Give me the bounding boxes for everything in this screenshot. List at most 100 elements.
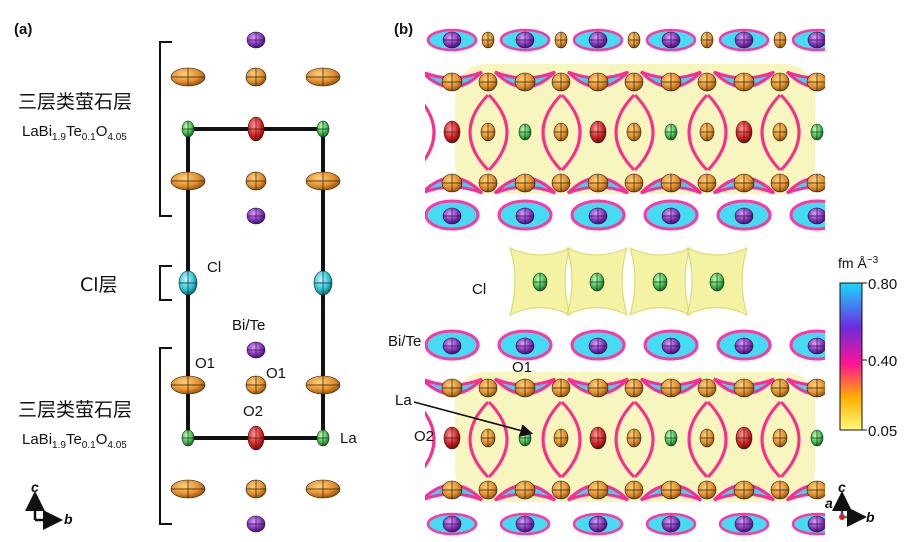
bi-te-atom <box>441 72 463 92</box>
bi-te-atom <box>478 480 498 500</box>
density-bond <box>614 400 636 479</box>
density-map <box>425 28 862 536</box>
la-atom <box>810 429 824 447</box>
colorbar-tick-max: 0.80 <box>868 276 897 293</box>
panel-a: (a) 三层类萤石层 LaBi1.9Te0.1O4.05 Cl层 三层类萤石层 … <box>14 21 357 533</box>
oxygen-atom <box>661 31 681 49</box>
oxygen-o2-atom <box>443 120 461 144</box>
density-bond <box>425 410 436 469</box>
bi-te-atom <box>305 479 341 499</box>
bi-te-atom <box>587 72 609 92</box>
bi-te-atom <box>478 378 498 398</box>
bi-te-atom <box>480 122 496 142</box>
bi-te-atom <box>733 480 755 500</box>
oxygen-o2-atom <box>247 116 265 142</box>
oxygen-atom <box>515 515 535 533</box>
bi-te-atom <box>772 122 788 142</box>
density-bond <box>468 400 490 479</box>
density-bond <box>425 103 436 162</box>
density-bond <box>487 400 509 479</box>
panel-a-label: (a) <box>14 21 32 38</box>
bi-te-atom <box>551 378 571 398</box>
oxygen-atom <box>807 337 825 355</box>
bi-te-atom <box>770 378 790 398</box>
bi-te-atom <box>626 122 642 142</box>
bi-te-atom <box>697 378 717 398</box>
oxygen-atom <box>661 515 681 533</box>
oxygen-o2-atom <box>589 120 607 144</box>
bi-te-atom <box>697 173 717 193</box>
oxygen-o2-atom <box>247 425 265 451</box>
label-b-cl: Cl <box>472 281 486 298</box>
la-atom <box>664 429 678 447</box>
oxygen-atom <box>442 337 462 355</box>
la-atom <box>181 429 195 447</box>
la-atom <box>518 123 532 141</box>
oxygen-atom <box>661 337 681 355</box>
bi-te-atom <box>844 73 862 91</box>
density-bond <box>706 93 728 172</box>
density-bond <box>560 400 582 479</box>
oxygen-atom <box>661 207 681 225</box>
bottom-layer-formula: LaBi1.9Te0.1O4.05 <box>22 431 127 451</box>
bi-te-atom <box>844 481 862 499</box>
bi-te-atom <box>478 72 498 92</box>
bracket-top-layer <box>159 41 172 217</box>
la-atom <box>316 429 330 447</box>
oxygen-atom <box>734 207 754 225</box>
oxygen-atom <box>588 515 608 533</box>
label-b-o1: O1 <box>512 359 532 376</box>
la-atom <box>532 272 548 292</box>
oxygen-atom <box>442 515 462 533</box>
panel-a-atoms <box>170 31 341 533</box>
bi-te-atom <box>554 31 568 49</box>
bi-te-atom <box>624 72 644 92</box>
cl-atom <box>313 270 333 296</box>
panel-b-label: (b) <box>394 21 413 38</box>
oxygen-atom <box>807 207 825 225</box>
bi-te-atom <box>624 480 644 500</box>
bi-te-atom <box>170 479 206 499</box>
label-a-la: La <box>340 430 357 447</box>
bi-te-atom <box>551 173 571 193</box>
oxygen-atom <box>515 337 535 355</box>
bi-te-atom <box>699 122 715 142</box>
bi-te-atom <box>697 480 717 500</box>
bi-te-atom <box>660 72 682 92</box>
density-bond <box>614 93 636 172</box>
oxygen-o2-atom <box>443 426 461 450</box>
oxygen-atom <box>807 31 825 49</box>
oxygen-atom <box>442 31 462 49</box>
la-atom <box>652 272 668 292</box>
bi-te-atom <box>587 480 609 500</box>
oxygen-atom <box>807 515 825 533</box>
axis-a-b: b <box>64 511 73 527</box>
colorbar-tick-mid: 0.40 <box>868 353 897 370</box>
density-bond <box>835 95 853 170</box>
oxygen-atom <box>246 31 266 49</box>
oxygen-atom <box>734 515 754 533</box>
axis-b-b: b <box>866 509 875 525</box>
density-bond <box>468 93 490 172</box>
oxygen-atom <box>588 31 608 49</box>
top-layer-formula: LaBi1.9Te0.1O4.05 <box>22 123 127 143</box>
bi-te-atom <box>626 428 642 448</box>
label-a-o1-mid: O1 <box>266 365 286 382</box>
bi-te-atom <box>806 173 825 193</box>
bi-te-atom <box>514 173 536 193</box>
density-bond <box>779 400 801 479</box>
bi-te-atom <box>514 480 536 500</box>
density-bond <box>706 400 728 479</box>
bi-te-atom <box>770 72 790 92</box>
bi-te-atom <box>700 31 714 49</box>
bi-te-atom <box>806 72 825 92</box>
bi-te-atom <box>733 173 755 193</box>
panel-b-atoms <box>441 31 862 533</box>
oxygen-atom <box>588 337 608 355</box>
la-atom <box>316 120 330 138</box>
bi-te-atom <box>245 479 267 499</box>
bi-te-atom <box>478 173 498 193</box>
density-bond <box>633 93 655 172</box>
label-b-o2: O2 <box>414 428 434 445</box>
